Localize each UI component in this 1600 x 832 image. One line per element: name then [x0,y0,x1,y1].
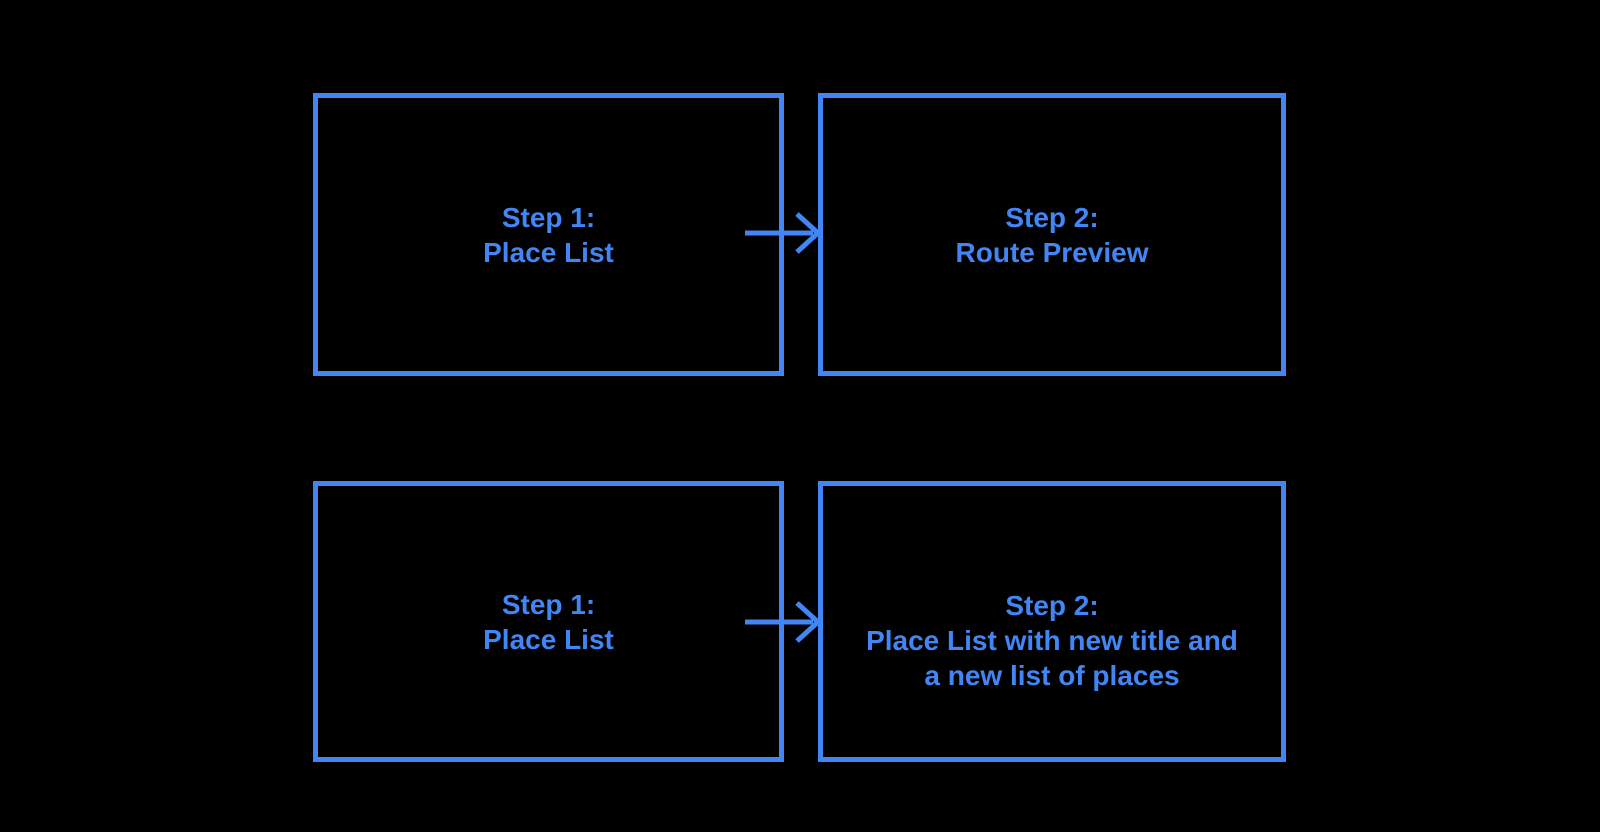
box-row1-step2-route-preview: Step 2: Route Preview [818,93,1286,376]
box-label-line: Route Preview [955,236,1149,268]
box-row1-step1-place-list: Step 1: Place List [313,93,784,376]
box-label: Step 2: Route Preview [956,200,1149,270]
flow-arrow-right-icon [745,212,822,254]
box-label-line: Step 2: [1005,589,1099,621]
box-row2-step1-place-list: Step 1: Place List [313,481,784,762]
box-label-line: a new list of places [924,659,1180,691]
box-label-line: Step 1: [501,588,596,620]
box-label: Step 1: Place List [483,200,614,270]
box-label-line: Place List with new title and [866,624,1238,656]
box-label: Step 2: Place List with new title and a … [866,588,1238,693]
box-label: Step 1: Place List [483,587,614,657]
box-label-line: Place List [483,236,614,268]
box-row2-step2-new-place-list: Step 2: Place List with new title and a … [818,481,1286,762]
box-label-line: Step 2: [1005,201,1099,233]
box-label-line: Place List [483,623,614,655]
flow-arrow-right-icon [745,601,822,643]
box-label-line: Step 1: [501,201,596,233]
